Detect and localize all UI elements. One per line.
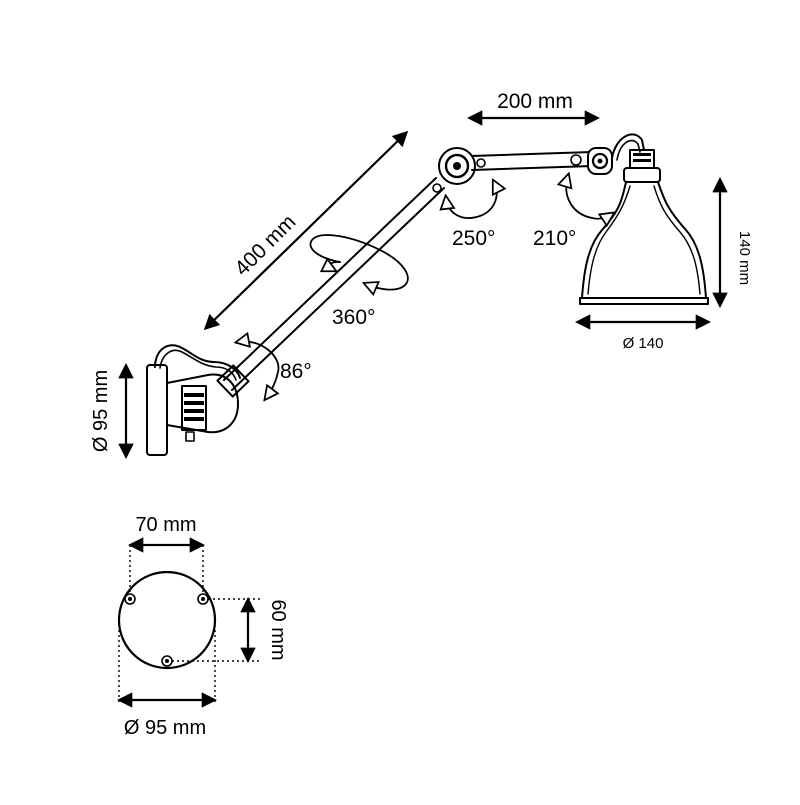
- angle-arrow-86: [238, 341, 278, 398]
- extension-lines: [118, 545, 262, 705]
- angle-arrow-210: [566, 176, 612, 219]
- dim-line-arm-length: [203, 130, 409, 331]
- base-plate-front-view: 70 mm 60 mm Ø 95 mm: [116, 514, 289, 739]
- label-base-angle: 86°: [280, 360, 312, 383]
- shade-socket: [623, 149, 661, 183]
- label-shade-diameter: Ø 140: [623, 335, 664, 352]
- elbow-joint: [438, 147, 476, 185]
- label-shade-angle: 210°: [533, 227, 576, 250]
- rotation-arrow-360: [309, 234, 409, 290]
- angle-arrow-250: [446, 182, 497, 219]
- short-arm: [471, 151, 593, 171]
- label-shade-height: 140 mm: [736, 231, 753, 285]
- screw-hole-left: [124, 593, 136, 605]
- long-arm: [216, 177, 445, 398]
- screw-hole-bottom: [161, 655, 173, 667]
- label-base-width: 70 mm: [135, 514, 196, 536]
- threaded-socket: [181, 385, 207, 442]
- label-elbow-angle: 250°: [452, 227, 495, 250]
- wall-backplate: [146, 364, 168, 456]
- lamp-side-view: [146, 133, 709, 456]
- label-top-arm-length: 200 mm: [497, 90, 573, 113]
- label-backplate-diameter: Ø 95 mm: [90, 370, 112, 452]
- label-base-diameter: Ø 95 mm: [124, 717, 206, 739]
- label-base-height: 60 mm: [267, 599, 289, 660]
- label-swivel-rotation: 360°: [332, 306, 375, 329]
- shade-joint: [587, 147, 613, 175]
- base-plate: [117, 570, 217, 670]
- swivel-joint: [166, 373, 239, 434]
- screw-hole-right: [197, 593, 209, 605]
- shade-hook: [611, 133, 645, 159]
